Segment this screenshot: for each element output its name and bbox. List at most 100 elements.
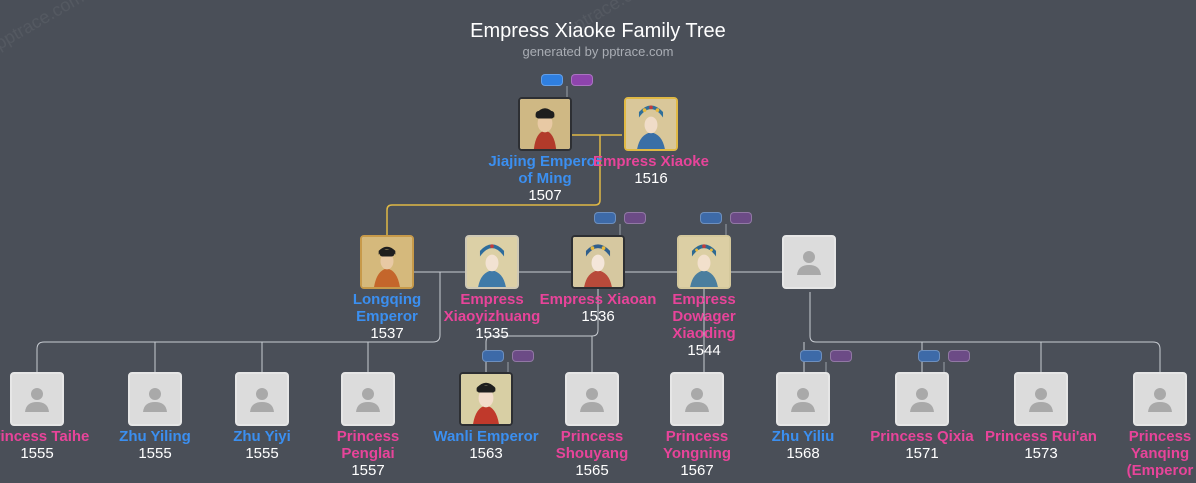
person-node[interactable]: Empress Xiaoyizhuang 1535 xyxy=(432,235,552,342)
portrait-image xyxy=(520,99,570,149)
person-name: Princess Taihe xyxy=(0,428,90,445)
person-name: Zhu Yiliu xyxy=(771,428,835,445)
person-node[interactable]: Empress Dowager Xiaoding 1544 xyxy=(644,235,764,359)
person-birth-year: 1555 xyxy=(245,445,279,462)
person-node[interactable]: Zhu Yiling 1555 xyxy=(95,372,215,462)
person-node[interactable]: Jiajing Emperor of Ming 1507 xyxy=(485,97,605,204)
person-portrait xyxy=(459,372,513,426)
person-node[interactable]: Longqing Emperor 1537 xyxy=(327,235,447,342)
person-portrait xyxy=(518,97,572,151)
person-name: Princess Qixia xyxy=(870,428,974,445)
person-portrait xyxy=(571,235,625,289)
person-name: Princess Rui'an xyxy=(985,428,1097,445)
person-birth-year: 1568 xyxy=(786,445,820,462)
expand-ancestors-button[interactable] xyxy=(624,212,646,224)
person-name: Princess Penglai xyxy=(336,428,400,462)
person-birth-year: 1535 xyxy=(475,325,509,342)
person-placeholder-avatar xyxy=(10,372,64,426)
person-name: Princess Yanqing (Emperor xyxy=(1126,428,1194,479)
person-name: Wanli Emperor xyxy=(433,428,539,445)
portrait-image xyxy=(573,237,623,287)
person-node[interactable]: Empress Xiaoan 1536 xyxy=(538,235,658,325)
person-node[interactable]: Princess Yanqing (Emperor xyxy=(1100,372,1196,479)
user-silhouette-icon xyxy=(1029,388,1053,412)
person-birth-year: 1537 xyxy=(370,325,404,342)
person-birth-year: 1563 xyxy=(469,445,503,462)
person-node[interactable]: Wanli Emperor 1563 xyxy=(426,372,546,462)
person-name: Princess Shouyang xyxy=(555,428,629,462)
expand-descendants-button[interactable] xyxy=(512,350,534,362)
portrait-image xyxy=(626,99,676,149)
person-birth-year: 1565 xyxy=(575,462,609,479)
person-name: Zhu Yiyi xyxy=(233,428,291,445)
person-placeholder-avatar xyxy=(128,372,182,426)
user-silhouette-icon xyxy=(910,388,934,412)
person-name: Empress Xiaoan xyxy=(539,291,657,308)
person-birth-year: 1557 xyxy=(351,462,385,479)
person-name: Princess Yongning xyxy=(662,428,732,462)
expand-ancestors-button[interactable] xyxy=(594,212,616,224)
person-portrait xyxy=(465,235,519,289)
person-node[interactable]: Zhu Yiliu 1568 xyxy=(743,372,863,462)
expand-descendants-button[interactable] xyxy=(948,350,970,362)
person-portrait xyxy=(624,97,678,151)
user-silhouette-icon xyxy=(791,388,815,412)
child-connector xyxy=(386,135,601,236)
portrait-image xyxy=(461,374,511,424)
person-birth-year: 1571 xyxy=(905,445,939,462)
user-silhouette-icon xyxy=(143,388,167,412)
person-placeholder-avatar xyxy=(235,372,289,426)
user-silhouette-icon xyxy=(580,388,604,412)
child-connector xyxy=(36,272,441,372)
user-silhouette-icon xyxy=(356,388,380,412)
person-name: Zhu Yiling xyxy=(119,428,191,445)
person-node[interactable]: Zhu Yiyi 1555 xyxy=(202,372,322,462)
person-node[interactable]: Princess Yongning 1567 xyxy=(637,372,757,479)
person-birth-year: 1573 xyxy=(1024,445,1058,462)
user-silhouette-icon xyxy=(250,388,274,412)
person-placeholder-avatar xyxy=(670,372,724,426)
expand-ancestors-button[interactable] xyxy=(571,74,593,86)
expand-descendants-button[interactable] xyxy=(830,350,852,362)
person-placeholder-avatar xyxy=(565,372,619,426)
person-name: Longqing Emperor xyxy=(352,291,422,325)
person-node[interactable] xyxy=(749,235,869,291)
person-node[interactable]: Princess Qixia 1571 xyxy=(862,372,982,462)
expand-ancestors-button[interactable] xyxy=(730,212,752,224)
person-placeholder-avatar xyxy=(341,372,395,426)
person-birth-year: 1516 xyxy=(634,170,668,187)
user-silhouette-icon xyxy=(1148,388,1172,412)
person-name: Empress Xiaoke xyxy=(593,153,709,170)
person-node[interactable]: Princess Taihe 1555 xyxy=(0,372,97,462)
person-birth-year: 1507 xyxy=(528,187,562,204)
portrait-image xyxy=(362,237,412,287)
person-birth-year: 1544 xyxy=(687,342,721,359)
person-name: Empress Xiaoyizhuang xyxy=(443,291,541,325)
person-placeholder-avatar xyxy=(1133,372,1187,426)
person-birth-year: 1555 xyxy=(20,445,54,462)
portrait-image xyxy=(467,237,517,287)
person-node[interactable]: Princess Shouyang 1565 xyxy=(532,372,652,479)
person-placeholder-avatar xyxy=(782,235,836,289)
person-placeholder-avatar xyxy=(776,372,830,426)
user-silhouette-icon xyxy=(685,388,709,412)
person-birth-year: 1567 xyxy=(680,462,714,479)
page-subtitle: generated by pptrace.com xyxy=(522,44,674,59)
expand-descendants-button[interactable] xyxy=(918,350,940,362)
person-birth-year: 1536 xyxy=(581,308,615,325)
expand-descendants-button[interactable] xyxy=(482,350,504,362)
person-name: Jiajing Emperor of Ming xyxy=(488,153,602,187)
expand-descendants-button[interactable] xyxy=(800,350,822,362)
person-node[interactable]: Princess Rui'an 1573 xyxy=(981,372,1101,462)
person-node[interactable]: Princess Penglai 1557 xyxy=(308,372,428,479)
user-silhouette-icon xyxy=(797,251,821,275)
person-birth-year: 1555 xyxy=(138,445,172,462)
page-title: Empress Xiaoke Family Tree xyxy=(470,20,726,42)
person-node[interactable]: Empress Xiaoke 1516 xyxy=(591,97,711,187)
expand-ancestors-button[interactable] xyxy=(700,212,722,224)
child-connector xyxy=(485,272,599,372)
person-portrait xyxy=(360,235,414,289)
child-connector xyxy=(809,292,1161,372)
expand-ancestors-button[interactable] xyxy=(541,74,563,86)
